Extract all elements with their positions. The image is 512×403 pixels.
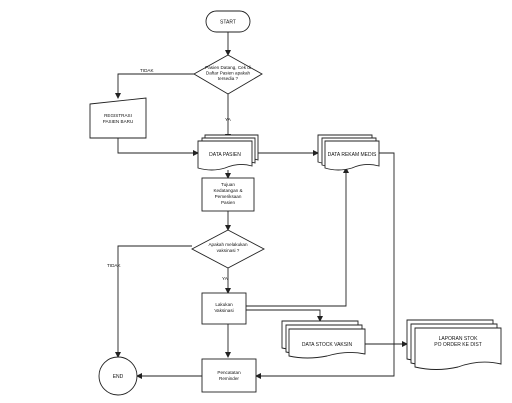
edge-rekammedis-pencatatan: [255, 152, 395, 379]
edge-registrasi-datapasien: [117, 138, 199, 156]
tujuan-line1: Tujuan: [221, 182, 235, 187]
tujuan-line2: Kedatangan &: [213, 188, 242, 193]
tujuan-line3: Pemeriksaan: [215, 194, 242, 199]
data-rekam-medis-document: DATA REKAM MEDIS: [317, 134, 380, 171]
pencatatan-line2: Reminder: [219, 376, 239, 381]
pencatatan-reminder-process: Pencatatan Reminder: [201, 358, 257, 393]
lakukan-vaksinasi-process: Lakukan Vaksinasi: [201, 292, 247, 325]
decision1-line3: tersedia ?: [218, 76, 239, 81]
vaksinasi-line2: Vaksinasi: [214, 308, 233, 313]
registrasi-pasien-baru: REGISTRASI PASIEN BARU: [89, 97, 147, 139]
start-terminator: START: [205, 10, 251, 33]
laporan-stok-line2: PO ORDER KE DIST: [434, 342, 482, 348]
data-pasien-document: DATA PASIEN: [197, 134, 259, 171]
end-label: END: [113, 374, 124, 380]
connectors: [115, 32, 408, 379]
decision1-line1: Pasien Datang, Cek di: [205, 65, 251, 70]
edge-label-ya1: YA: [225, 117, 232, 122]
end-terminator: END: [98, 356, 138, 396]
decision-patient-registered: Pasien Datang, Cek di Daftar Pasien apak…: [193, 54, 263, 95]
vaksinasi-line1: Lakukan: [215, 302, 233, 307]
registrasi-line2: PASIEN BARU: [103, 119, 134, 124]
edge-vaksinasi-stockvaksin: [246, 309, 323, 322]
edge-vaksinasi-rekammedis: [246, 167, 349, 307]
decision2-line1: Apakah melakukan: [208, 242, 248, 247]
tujuan-kedatangan-process: Tujuan Kedatangan & Pemeriksaan Pasien: [201, 177, 255, 212]
data-pasien-label: DATA PASIEN: [209, 152, 241, 158]
data-rekam-medis-label: DATA REKAM MEDIS: [328, 152, 377, 158]
edge-label-tidak2: TIDAK: [107, 263, 121, 268]
data-stock-vaksin-document: DATA STOCK VAKSIN: [281, 320, 366, 359]
registrasi-line1: REGISTRASI: [104, 113, 132, 118]
laporan-stok-line1: LAPORAN STOK: [439, 336, 478, 342]
pencatatan-line1: Pencatatan: [217, 370, 241, 375]
start-label: START: [220, 20, 236, 26]
laporan-stok-document: LAPORAN STOK PO ORDER KE DIST: [406, 319, 502, 370]
edge-decision1-registrasi: [115, 73, 194, 99]
edge-label-tidak1: TIDAK: [140, 68, 154, 73]
edge-label-ya2: YA: [222, 276, 229, 281]
data-stock-vaksin-label: DATA STOCK VAKSIN: [302, 342, 353, 348]
edge-decision2-end: [115, 245, 192, 358]
decision1-line2: Daftar Pasien apakah: [206, 71, 251, 76]
decision2-line2: vaksinasi ?: [217, 248, 240, 253]
tujuan-line4: Pasien: [221, 200, 235, 205]
decision-vaksinasi: Apakah melakukan vaksinasi ?: [191, 229, 265, 269]
